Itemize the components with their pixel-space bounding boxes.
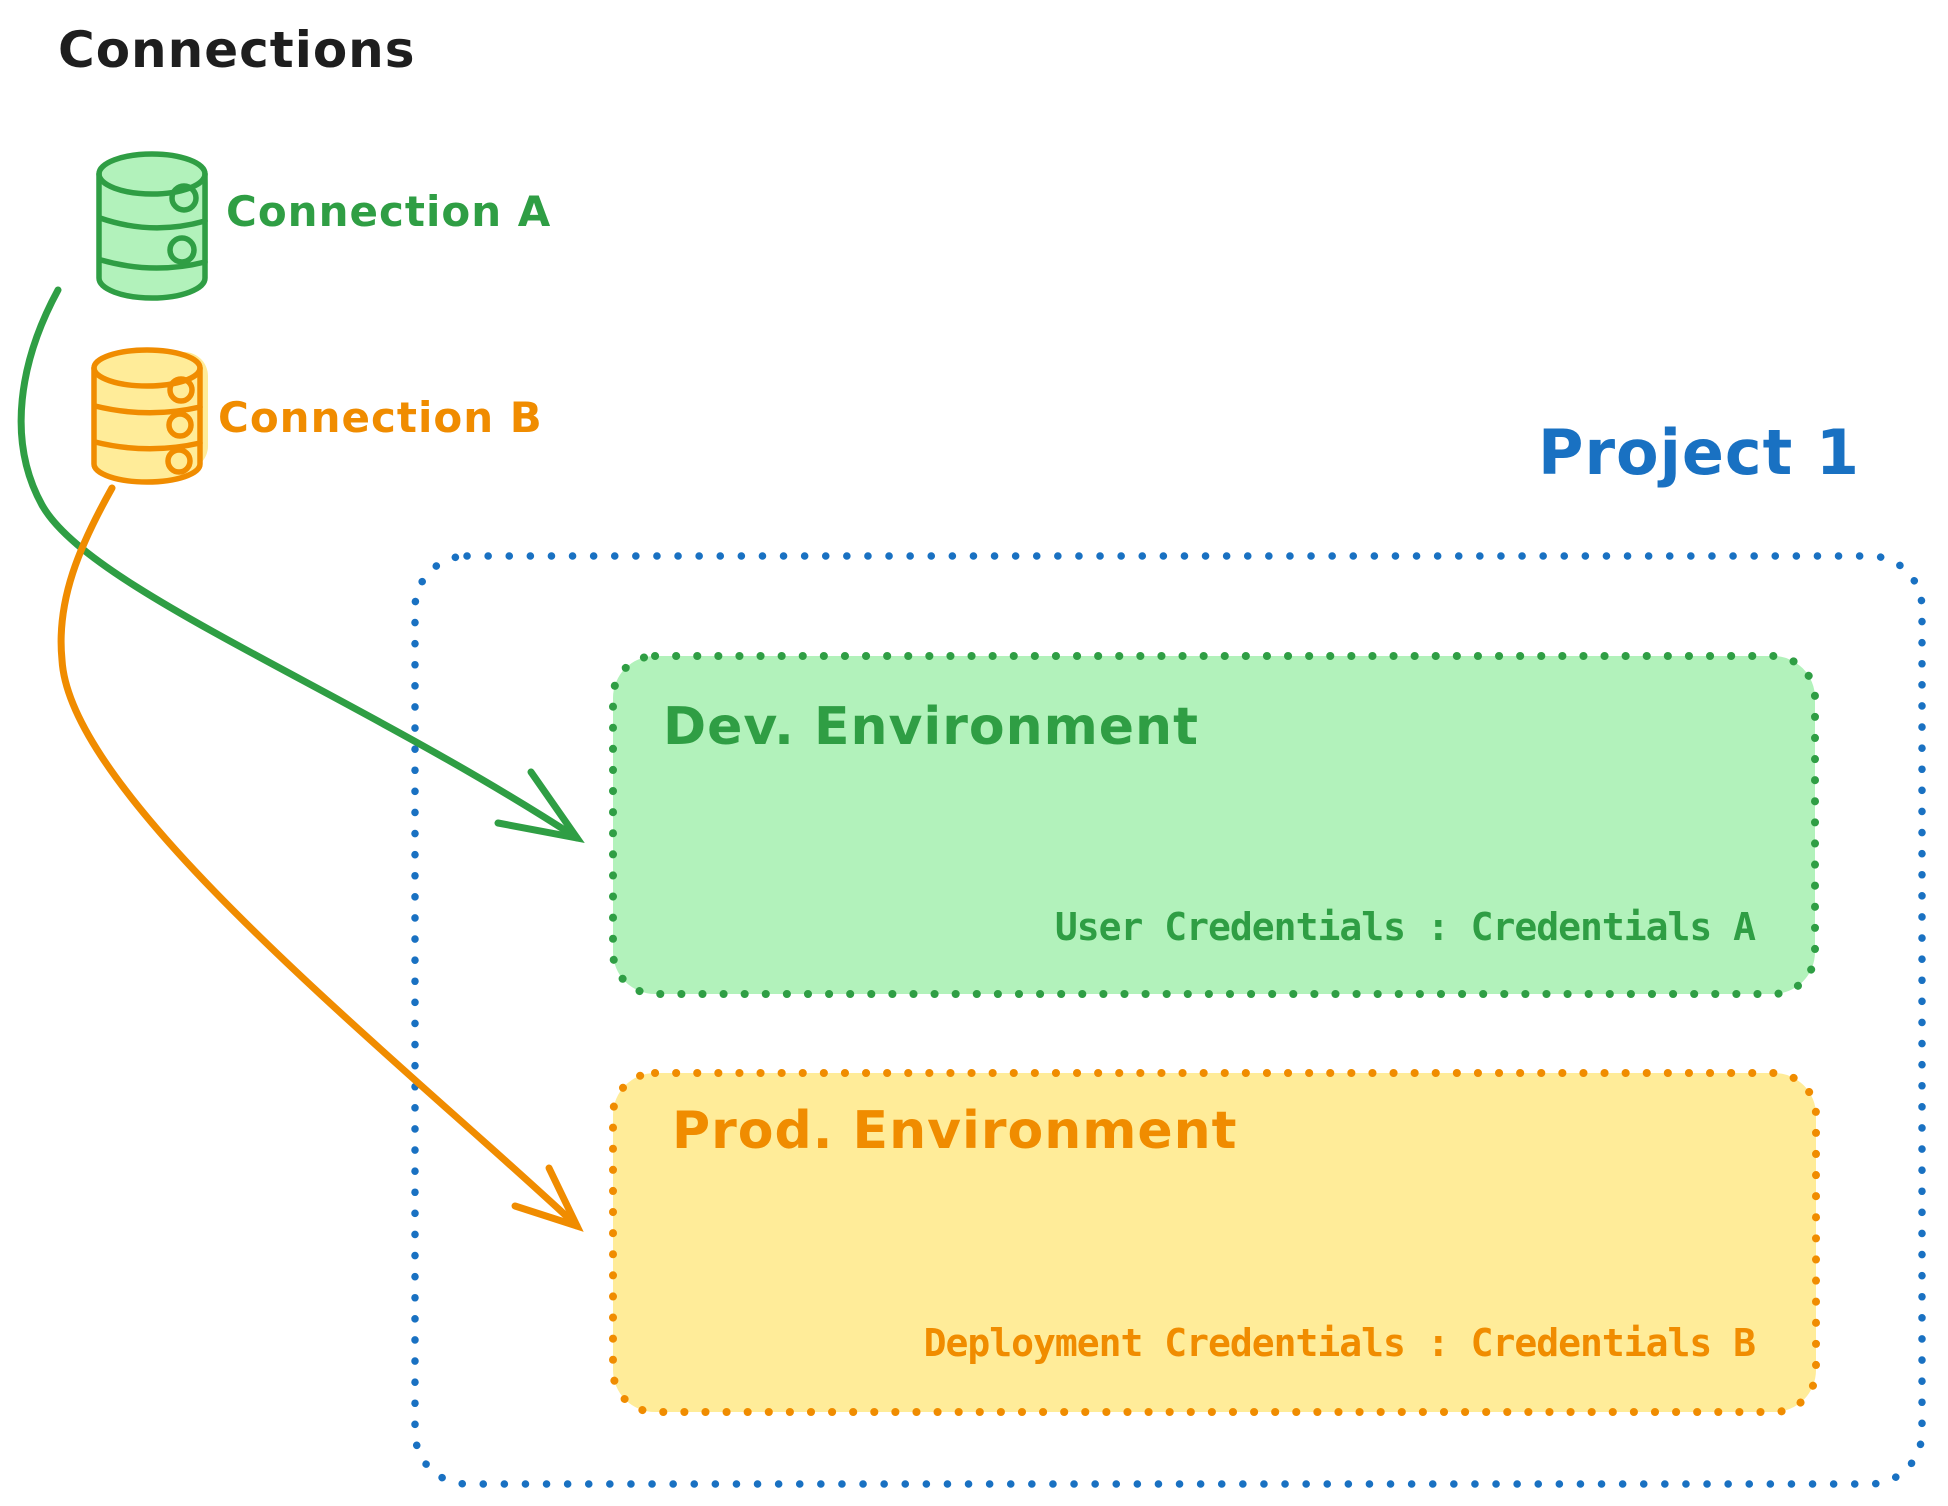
database-icon-connection-b bbox=[91, 347, 208, 485]
connection-a-arrow bbox=[17, 286, 585, 844]
project-container-box bbox=[411, 552, 1926, 1488]
prod-environment-credentials: Deployment Credentials : Credentials B bbox=[923, 1321, 1756, 1365]
dev-environment-credentials: User Credentials : Credentials A bbox=[1054, 905, 1756, 949]
connection-a-arrowhead bbox=[494, 768, 585, 844]
dev-environment-title: Dev. Environment bbox=[663, 697, 1199, 757]
connection-b-arrow bbox=[57, 484, 584, 1232]
connection-b-arrowhead bbox=[511, 1164, 584, 1232]
database-icon-connection-a bbox=[96, 151, 208, 301]
prod-environment-title: Prod. Environment bbox=[672, 1101, 1238, 1161]
prod-environment-box bbox=[609, 1069, 1820, 1416]
project-title: Project 1 bbox=[1538, 416, 1861, 489]
connection-a-label: Connection A bbox=[226, 187, 552, 236]
connections-title: Connections bbox=[58, 21, 416, 79]
dev-environment-box bbox=[609, 652, 1819, 998]
connection-b-label: Connection B bbox=[218, 393, 543, 442]
